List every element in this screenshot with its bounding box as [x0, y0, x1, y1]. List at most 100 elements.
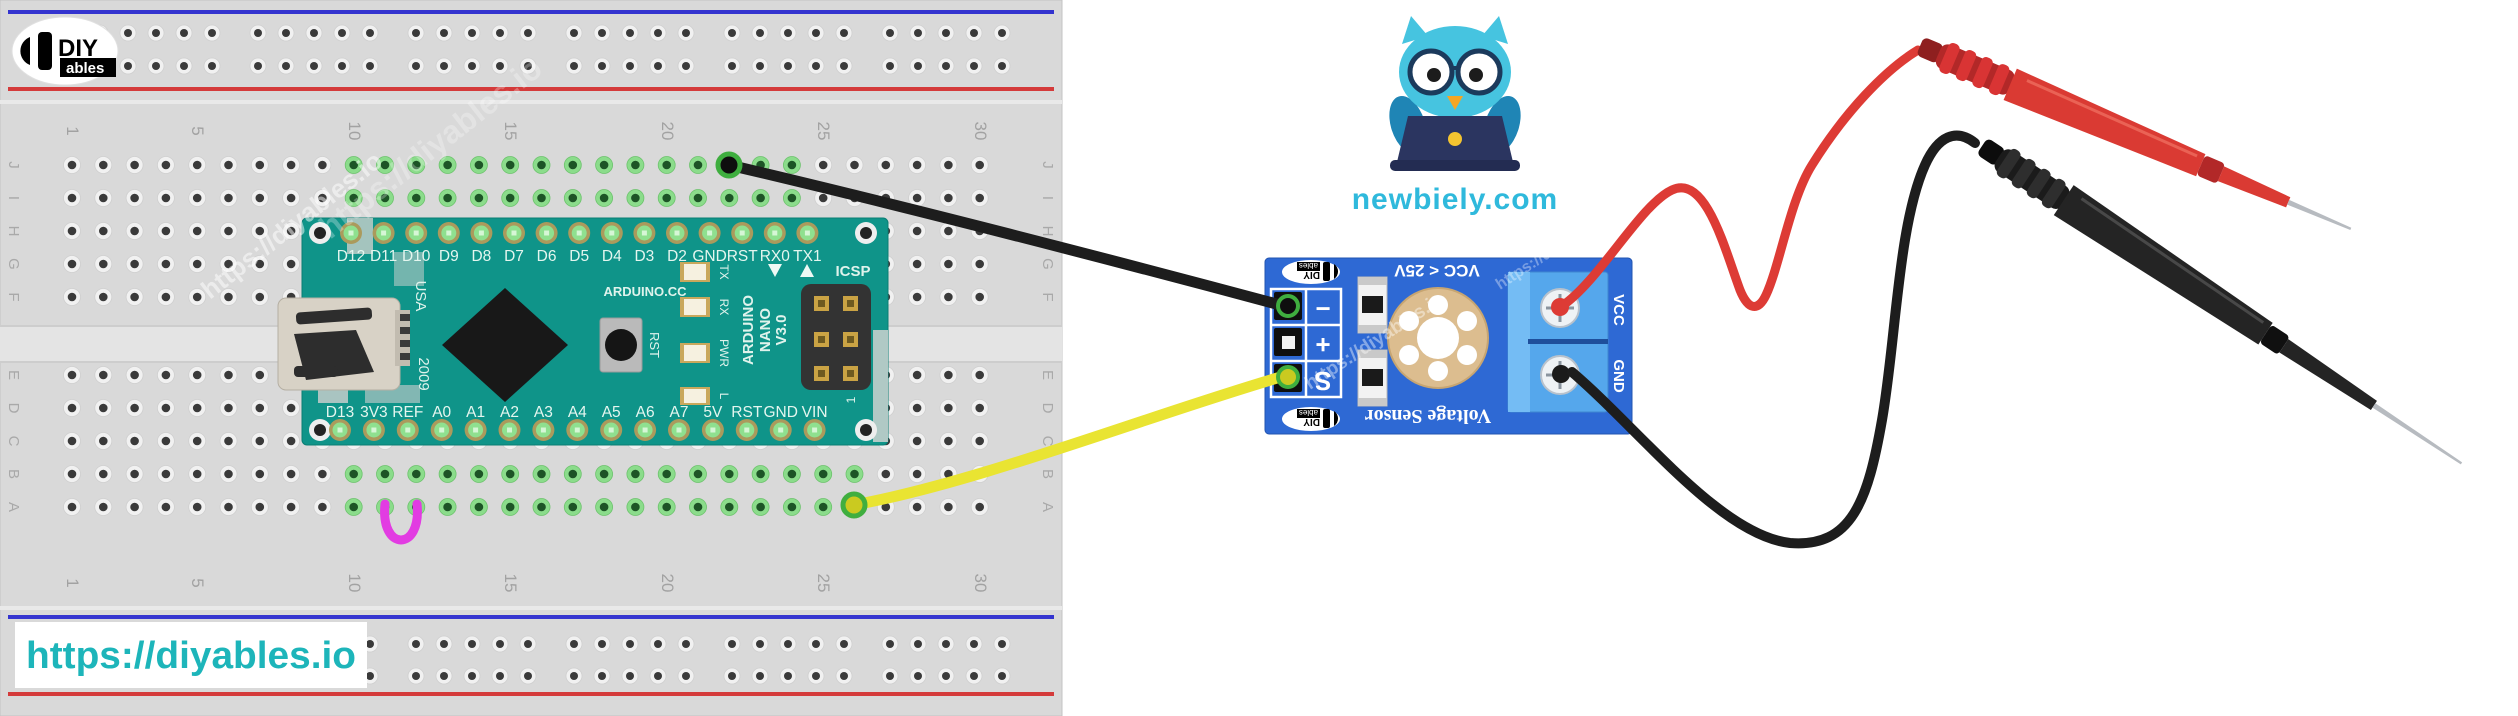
rail-hole [621, 635, 639, 653]
column-number: 30 [971, 574, 990, 593]
rail-hole [435, 667, 453, 685]
column-number: 25 [814, 122, 833, 141]
rail-hole [565, 667, 583, 685]
nano-bottom-pin-label: A5 [602, 404, 621, 421]
rail-hole [649, 24, 667, 42]
rail-hole [779, 667, 797, 685]
nano-top-pin-label: D9 [439, 248, 459, 265]
nano-top-pin-label: D6 [537, 248, 557, 265]
icsp-pin1-marker: 1 [844, 396, 858, 403]
nano-top-pin-label: D10 [402, 248, 431, 265]
rail-hole [993, 667, 1011, 685]
rail-hole [621, 667, 639, 685]
nano-pin [731, 222, 754, 244]
breadboard-hole [250, 465, 269, 483]
breadboard-hole [970, 366, 989, 384]
breadboard-hole-green [845, 465, 864, 483]
breadboard-hole-green [595, 465, 613, 483]
breadboard-hole-green [595, 189, 613, 207]
breadboard-hole [939, 189, 958, 207]
breadboard-hole [908, 156, 926, 174]
row-letter: D [1039, 403, 1056, 414]
column-number: 20 [658, 122, 677, 141]
breadboard-hole [219, 399, 238, 417]
breadboard-hole-green [532, 189, 551, 207]
nano-pin [437, 222, 460, 244]
breadboard-hole-green [344, 498, 363, 516]
rail-hole [249, 57, 267, 75]
breadboard-hole-green [657, 189, 676, 207]
breadboard-hole [156, 498, 175, 516]
breadboard-hole [939, 498, 958, 516]
rail-hole [909, 57, 927, 75]
rail-hole [621, 57, 639, 75]
nano-bottom-pin-label: REF [392, 404, 423, 421]
breadboard-hole [156, 288, 175, 306]
rail-hole [305, 24, 323, 42]
breadboard-hole [125, 189, 144, 207]
rail-hole [519, 635, 537, 653]
breadboard-hole [156, 465, 175, 483]
rail-hole [593, 24, 611, 42]
breadboard-hole [125, 366, 144, 384]
breadboard-hole-green [438, 189, 457, 207]
rail-hole [361, 57, 379, 75]
nano-top-pin-label: TX1 [793, 248, 821, 265]
breadboard-hole [188, 189, 207, 207]
breadboard-hole [125, 222, 144, 240]
black-probe [1978, 139, 2463, 465]
column-number: 15 [501, 574, 520, 593]
rail-line-red-bottom [8, 692, 1054, 696]
nano-top-pin-label: D11 [370, 248, 397, 265]
nano-top-pin-label: RX0 [760, 248, 791, 265]
rail-hole [937, 57, 955, 75]
column-number: 5 [188, 126, 207, 135]
rail-hole [881, 667, 899, 685]
nano-bottom-pin-label: A7 [670, 404, 689, 421]
column-number: 5 [188, 578, 207, 587]
row-letter: F [1039, 292, 1056, 301]
rail-hole [333, 24, 351, 42]
sensor-title-text: Voltage Sensor [1365, 405, 1492, 427]
breadboard-hole [250, 366, 269, 384]
rail-hole [677, 667, 695, 685]
breadboard-hole [250, 222, 269, 240]
breadboard-hole-green [626, 465, 645, 483]
rail-hole [807, 24, 825, 42]
rail-hole [463, 24, 481, 42]
breadboard-hole [188, 399, 207, 417]
breadboard-hole-green [595, 156, 613, 174]
nano-pin [503, 222, 525, 244]
breadboard-hole [219, 366, 238, 384]
rail-hole [407, 635, 425, 653]
nano-pin [634, 419, 657, 441]
breadboard-hole-green [501, 156, 520, 174]
board-name-line1: ARDUINO [740, 295, 757, 365]
nano-pin-labels: D12D13D113V3D10REFD9A0D8A1D7A2D6A3D5A4D4… [326, 248, 828, 421]
nano-top-pin-label: D8 [471, 248, 491, 265]
breadboard-hole [188, 255, 207, 273]
breadboard-hole-green [595, 498, 613, 516]
breadboard-hole [63, 255, 81, 273]
red-probe [1917, 38, 2352, 230]
nano-pin [362, 419, 385, 441]
breadboard-hole-green [563, 189, 582, 207]
nano-bottom-pin-label: D13 [326, 404, 354, 421]
reset-label: RST [647, 332, 662, 358]
rail-hole [277, 57, 295, 75]
sensor-logo-bottom: DIY ables [1282, 407, 1340, 431]
breadboard-hole [970, 399, 989, 417]
breadboard-hole [94, 465, 113, 483]
breadboard-hole-green [783, 156, 801, 174]
breadboard-hole-green [563, 498, 582, 516]
nano-bottom-pin-label: A6 [636, 404, 655, 421]
breadboard-hole [939, 288, 958, 306]
rail-hole [463, 635, 481, 653]
row-letter: H [1039, 226, 1056, 237]
rail-hole [965, 57, 983, 75]
nano-pin [464, 419, 487, 441]
breadboard-hole-green [657, 156, 676, 174]
rail-hole [779, 635, 797, 653]
row-letter: J [5, 161, 22, 169]
nano-top-pin-label: D5 [569, 248, 589, 265]
